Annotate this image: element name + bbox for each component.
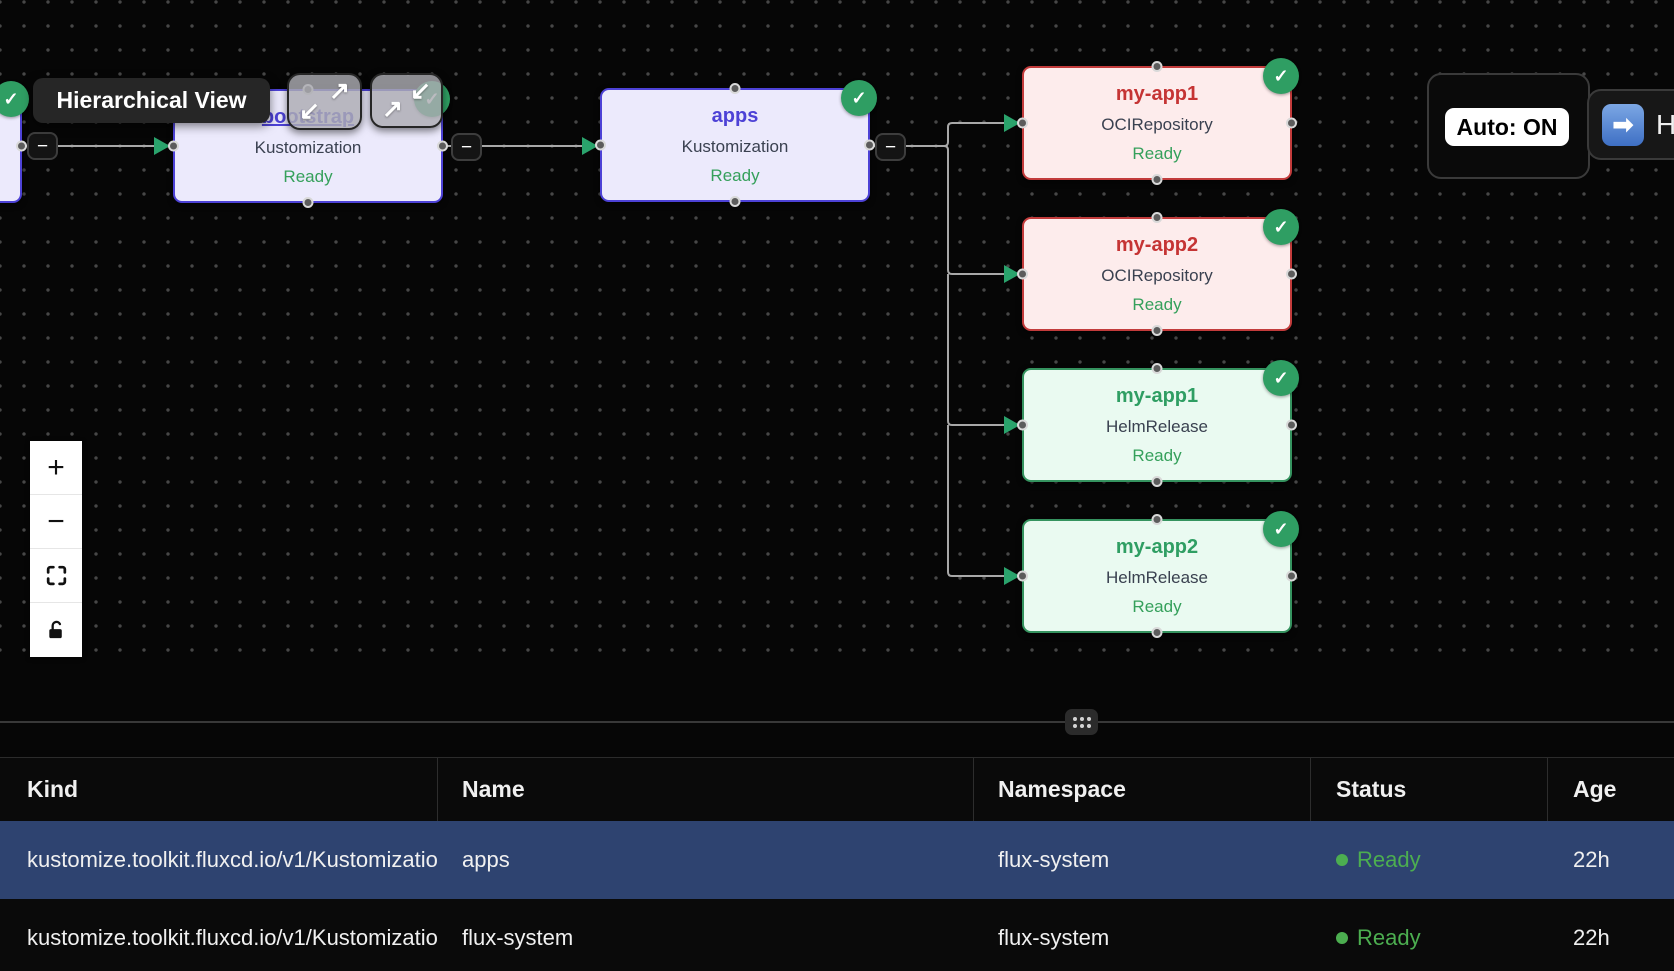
node-status: Ready — [1132, 296, 1181, 313]
column-header-name: Name — [438, 758, 974, 821]
connection-handle — [1286, 571, 1297, 582]
connection-handle — [1152, 627, 1163, 638]
cell-kind: kustomize.toolkit.fluxcd.io/v1/Kustomiza… — [0, 821, 438, 899]
connection-handle — [595, 140, 606, 151]
cell-kind: kustomize.toolkit.fluxcd.io/v1/Kustomiza… — [0, 899, 438, 971]
collapse-edge-button[interactable]: − — [451, 133, 482, 161]
node-status: Ready — [1132, 145, 1181, 162]
node-title: my-app2 — [1116, 235, 1198, 255]
column-header-status: Status — [1311, 758, 1548, 821]
column-header-age: Age — [1548, 758, 1674, 821]
flux-resource-graph[interactable]: ✓ bootstrap Kustomization Ready ✓ apps K… — [0, 0, 1674, 722]
connection-handle — [1286, 118, 1297, 129]
cell-name: apps — [438, 821, 974, 899]
check-badge-icon: ✓ — [1263, 360, 1299, 396]
table-row[interactable]: kustomize.toolkit.fluxcd.io/v1/Kustomiza… — [0, 899, 1674, 971]
table-row[interactable]: kustomize.toolkit.fluxcd.io/v1/Kustomiza… — [0, 821, 1674, 899]
arrow-right-icon: ➡ — [1602, 104, 1644, 146]
drag-handle-icon[interactable] — [1065, 709, 1098, 735]
connection-handle — [1017, 269, 1028, 280]
node-flux-system-kustomization[interactable]: ✓ — [0, 89, 22, 203]
connection-handle — [1152, 212, 1163, 223]
arrow-down-left-icon: ↙ — [410, 79, 431, 104]
status-label: Ready — [1357, 847, 1421, 873]
arrow-up-right-icon: ↗ — [329, 79, 350, 104]
hierarchical-view-button-label: Hi — [1656, 109, 1674, 141]
node-kind: Kustomization — [255, 139, 362, 156]
node-title: apps — [712, 106, 759, 126]
table-header-row: Kind Name Namespace Status Age — [0, 758, 1674, 821]
graph-controls: + − — [30, 441, 82, 657]
column-header-namespace: Namespace — [974, 758, 1311, 821]
cell-namespace: flux-system — [974, 899, 1311, 971]
node-status: Ready — [710, 167, 759, 184]
fit-view-icon — [44, 563, 69, 588]
node-title: my-app1 — [1116, 386, 1198, 406]
cell-name: flux-system — [438, 899, 974, 971]
connection-handle — [1152, 363, 1163, 374]
resource-table: Kind Name Namespace Status Age kustomize… — [0, 757, 1674, 971]
connection-handle — [16, 141, 27, 152]
cell-namespace: flux-system — [974, 821, 1311, 899]
connection-handle — [1152, 61, 1163, 72]
column-header-kind: Kind — [0, 758, 438, 821]
zoom-in-button[interactable]: + — [30, 441, 82, 495]
check-badge-icon: ✓ — [841, 80, 877, 116]
check-badge-icon: ✓ — [1263, 58, 1299, 94]
node-status: Ready — [283, 168, 332, 185]
connection-handle — [1017, 571, 1028, 582]
node-kind: OCIRepository — [1101, 116, 1212, 133]
check-badge-icon: ✓ — [1263, 209, 1299, 245]
node-kind: Kustomization — [682, 138, 789, 155]
connection-handle — [1286, 269, 1297, 280]
cell-status: Ready — [1311, 821, 1548, 899]
connection-handle — [1017, 420, 1028, 431]
expand-node-button[interactable]: ↗ ↙ — [287, 73, 362, 130]
connection-handle — [437, 141, 448, 152]
collapse-node-button[interactable]: ↙ ↗ — [370, 73, 443, 128]
connection-handle — [168, 141, 179, 152]
unlock-icon — [45, 619, 68, 642]
collapse-edge-button[interactable]: − — [875, 133, 906, 161]
status-dot-icon — [1336, 854, 1348, 866]
connection-handle — [730, 196, 741, 207]
connection-handle — [1152, 514, 1163, 525]
node-title: my-app1 — [1116, 84, 1198, 104]
toggle-interactivity-button[interactable] — [30, 603, 82, 657]
fit-view-button[interactable] — [30, 549, 82, 603]
connection-handle — [730, 83, 741, 94]
node-title: my-app2 — [1116, 537, 1198, 557]
node-status: Ready — [1132, 447, 1181, 464]
connection-handle — [1152, 174, 1163, 185]
cell-status: Ready — [1311, 899, 1548, 971]
graph-toolbar-panel: Auto: ON — [1427, 73, 1590, 179]
connection-handle — [1017, 118, 1028, 129]
zoom-out-button[interactable]: − — [30, 495, 82, 549]
connection-handle — [864, 140, 875, 151]
cell-age: 22h — [1548, 899, 1674, 971]
node-kind: OCIRepository — [1101, 267, 1212, 284]
node-my-app1-ocirepository[interactable]: my-app1 OCIRepository Ready ✓ — [1022, 66, 1292, 180]
check-badge-icon: ✓ — [1263, 511, 1299, 547]
node-status: Ready — [1132, 598, 1181, 615]
cell-age: 22h — [1548, 821, 1674, 899]
node-kind: HelmRelease — [1106, 569, 1208, 586]
arrow-up-right-icon: ↗ — [382, 97, 403, 122]
connection-handle — [1152, 325, 1163, 336]
node-my-app2-ocirepository[interactable]: my-app2 OCIRepository Ready ✓ — [1022, 217, 1292, 331]
node-kind: HelmRelease — [1106, 418, 1208, 435]
node-my-app1-helmrelease[interactable]: my-app1 HelmRelease Ready ✓ — [1022, 368, 1292, 482]
connection-handle — [303, 197, 314, 208]
arrow-down-left-icon: ↙ — [299, 99, 320, 124]
connection-handle — [1286, 420, 1297, 431]
auto-layout-toggle-button[interactable]: Auto: ON — [1445, 108, 1569, 146]
status-dot-icon — [1336, 932, 1348, 944]
node-apps[interactable]: apps Kustomization Ready ✓ — [600, 88, 870, 202]
hierarchical-view-button[interactable]: ➡ Hi — [1587, 89, 1674, 160]
connection-handle — [1152, 476, 1163, 487]
status-label: Ready — [1357, 925, 1421, 951]
node-my-app2-helmrelease[interactable]: my-app2 HelmRelease Ready ✓ — [1022, 519, 1292, 633]
collapse-edge-button[interactable]: − — [27, 132, 58, 160]
hierarchical-view-tooltip: Hierarchical View — [33, 78, 270, 123]
